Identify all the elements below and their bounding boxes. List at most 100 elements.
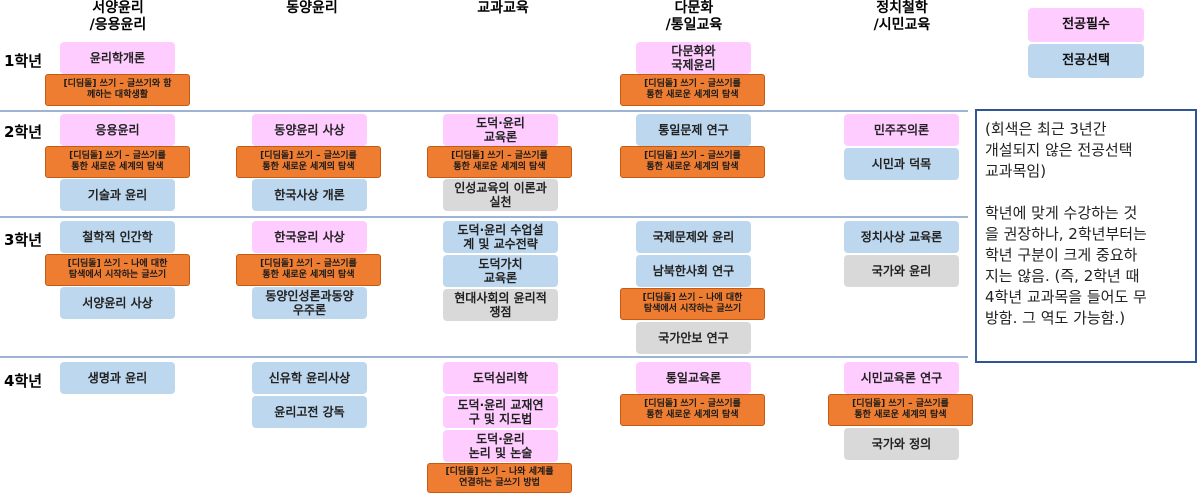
course-box: 다문화와 국제윤리 bbox=[636, 42, 751, 74]
row-label-year3: 3학년 bbox=[4, 231, 43, 249]
course-label: 국가와 정의 bbox=[871, 437, 932, 451]
row-label-year2: 2학년 bbox=[4, 123, 43, 141]
writing-course-box: [디딤돌] 쓰기 – 글쓰기를 통한 새로운 세계의 탐색 bbox=[828, 394, 973, 426]
column-header-line: /시민교육 bbox=[873, 17, 931, 33]
course-label: 통일교육론 bbox=[665, 371, 722, 385]
course-label: 신유학 윤리사상 bbox=[268, 371, 351, 385]
course-label: 도덕·윤리 교재연 구 및 지도법 bbox=[457, 398, 544, 426]
course-box: 도덕·윤리 수업설 계 및 교수전략 bbox=[443, 221, 558, 253]
course-box: 인성교육의 이론과 실천 bbox=[443, 179, 558, 211]
writing-course-box: [디딤돌] 쓰기 – 글쓰기와 함 께하는 대학생활 bbox=[45, 74, 190, 106]
course-box: 동양윤리 사상 bbox=[252, 114, 367, 146]
course-box: 신유학 윤리사상 bbox=[252, 362, 367, 394]
writing-course-box: [디딤돌] 쓰기 – 글쓰기를 통한 새로운 세계의 탐색 bbox=[620, 146, 765, 178]
column-header-line: /통일교육 bbox=[665, 17, 723, 33]
course-label: [디딤돌] 쓰기 – 나에 대한 탐색에서 시작하는 글쓰기 bbox=[67, 259, 168, 280]
column-header-political: 정치철학 /시민교육 bbox=[812, 0, 992, 34]
course-label: [디딤돌] 쓰기 – 나와 세계를 연결하는 글쓰기 방법 bbox=[445, 467, 554, 488]
course-label: 도덕·윤리 수업설 계 및 교수전략 bbox=[457, 223, 544, 251]
course-label: 도덕·윤리 교육론 bbox=[476, 116, 525, 144]
course-label: 기술과 윤리 bbox=[87, 188, 148, 202]
column-header-multicultural: 다문화 /통일교육 bbox=[604, 0, 784, 34]
course-box: 통일교육론 bbox=[636, 362, 751, 394]
course-label: 정치사상 교육론 bbox=[860, 230, 943, 244]
row-divider bbox=[0, 110, 968, 112]
course-label: 민주주의론 bbox=[873, 123, 930, 137]
course-box: 도덕심리학 bbox=[443, 362, 558, 394]
writing-course-box: [디딤돌] 쓰기 – 나에 대한 탐색에서 시작하는 글쓰기 bbox=[45, 254, 190, 286]
course-label: [디딤돌] 쓰기 – 글쓰기를 통한 새로운 세계의 탐색 bbox=[644, 151, 741, 172]
course-box: 윤리학개론 bbox=[60, 42, 175, 74]
course-box: 남북한사회 연구 bbox=[636, 255, 751, 287]
column-header-eastern-ethics: 동양윤리 bbox=[222, 0, 402, 17]
column-header-line: 정치철학 bbox=[876, 0, 928, 16]
course-box: 생명과 윤리 bbox=[60, 362, 175, 394]
course-label: 남북한사회 연구 bbox=[652, 264, 735, 278]
column-header-line: 교과교육 bbox=[477, 0, 529, 16]
column-header-curriculum: 교과교육 bbox=[413, 0, 593, 17]
course-label: 한국윤리 사상 bbox=[274, 230, 345, 244]
course-label: 인성교육의 이론과 실천 bbox=[454, 181, 547, 209]
course-box: 한국윤리 사상 bbox=[252, 221, 367, 253]
course-box: 정치사상 교육론 bbox=[844, 221, 959, 253]
course-box: 국제문제와 윤리 bbox=[636, 221, 751, 253]
writing-course-box: [디딤돌] 쓰기 – 글쓰기를 통한 새로운 세계의 탐색 bbox=[236, 146, 381, 178]
course-box: 국가와 정의 bbox=[844, 428, 959, 460]
writing-course-box: [디딤돌] 쓰기 – 글쓰기를 통한 새로운 세계의 탐색 bbox=[427, 146, 572, 178]
column-header-line: 서양윤리 bbox=[92, 0, 144, 16]
course-label: [디딤돌] 쓰기 – 글쓰기를 통한 새로운 세계의 탐색 bbox=[69, 151, 166, 172]
course-label: 현대사회의 윤리적 쟁점 bbox=[454, 291, 547, 319]
course-box: 철학적 인간학 bbox=[60, 221, 175, 253]
course-box: 서양윤리 사상 bbox=[60, 287, 175, 319]
writing-course-box: [디딤돌] 쓰기 – 나에 대한 탐색에서 시작하는 글쓰기 bbox=[620, 288, 765, 320]
row-divider bbox=[0, 356, 968, 358]
course-label: 동양인성론과동양 우주론 bbox=[265, 289, 354, 317]
course-label: 윤리고전 강독 bbox=[274, 405, 345, 419]
course-label: 한국사상 개론 bbox=[274, 188, 345, 202]
note-box: (회색은 최근 3년간 개설되지 않은 전공선택 교과목임) 학년에 맞게 수강… bbox=[975, 109, 1197, 363]
course-label: 시민과 덕목 bbox=[871, 157, 932, 171]
note-year-recommendation: 학년에 맞게 수강하는 것 을 권장하나, 2학년부터는 학년 구분이 크게 중… bbox=[985, 204, 1147, 327]
course-label: 응용윤리 bbox=[95, 123, 140, 137]
course-label: 동양윤리 사상 bbox=[274, 123, 345, 137]
writing-course-box: [디딤돌] 쓰기 – 글쓰기를 통한 새로운 세계의 탐색 bbox=[620, 394, 765, 426]
course-label: [디딤돌] 쓰기 – 글쓰기를 통한 새로운 세계의 탐색 bbox=[644, 399, 741, 420]
course-label: [디딤돌] 쓰기 – 글쓰기를 통한 새로운 세계의 탐색 bbox=[644, 79, 741, 100]
course-label: 생명과 윤리 bbox=[87, 371, 148, 385]
writing-course-box: [디딤돌] 쓰기 – 글쓰기를 통한 새로운 세계의 탐색 bbox=[620, 74, 765, 106]
course-label: 국가와 윤리 bbox=[871, 264, 932, 278]
column-header-line: 동양윤리 bbox=[286, 0, 338, 16]
course-label: 통일문제 연구 bbox=[658, 123, 729, 137]
course-box: 동양인성론과동양 우주론 bbox=[252, 287, 367, 319]
course-box: 도덕·윤리 논리 및 논술 bbox=[443, 430, 558, 462]
course-label: 다문화와 국제윤리 bbox=[671, 44, 716, 72]
course-box: 윤리고전 강독 bbox=[252, 396, 367, 428]
course-label: [디딤돌] 쓰기 – 나에 대한 탐색에서 시작하는 글쓰기 bbox=[642, 293, 743, 314]
course-label: [디딤돌] 쓰기 – 글쓰기를 통한 새로운 세계의 탐색 bbox=[852, 399, 949, 420]
course-box: 기술과 윤리 bbox=[60, 179, 175, 211]
course-box: 국가와 윤리 bbox=[844, 255, 959, 287]
course-box: 국가안보 연구 bbox=[636, 322, 751, 354]
course-label: [디딤돌] 쓰기 – 글쓰기를 통한 새로운 세계의 탐색 bbox=[451, 151, 548, 172]
course-box: 통일문제 연구 bbox=[636, 114, 751, 146]
legend-required-label: 전공필수 bbox=[1062, 17, 1110, 32]
row-divider bbox=[0, 216, 968, 218]
course-box: 시민교육론 연구 bbox=[844, 362, 959, 394]
course-label: [디딤돌] 쓰기 – 글쓰기와 함 께하는 대학생활 bbox=[63, 79, 172, 100]
course-label: 도덕가치 교육론 bbox=[478, 257, 523, 285]
column-header-line: /응용윤리 bbox=[89, 17, 147, 33]
course-label: 서양윤리 사상 bbox=[82, 296, 153, 310]
course-box: 시민과 덕목 bbox=[844, 148, 959, 180]
course-label: [디딤돌] 쓰기 – 글쓰기를 통한 새로운 세계의 탐색 bbox=[260, 259, 357, 280]
course-box: 도덕가치 교육론 bbox=[443, 255, 558, 287]
course-box: 응용윤리 bbox=[60, 114, 175, 146]
legend-required: 전공필수 bbox=[1028, 8, 1144, 42]
course-label: 도덕·윤리 논리 및 논술 bbox=[468, 432, 533, 460]
legend-elective-label: 전공선택 bbox=[1062, 53, 1110, 68]
course-label: 철학적 인간학 bbox=[82, 230, 153, 244]
course-box: 민주주의론 bbox=[844, 114, 959, 146]
column-header-western-ethics: 서양윤리 /응용윤리 bbox=[28, 0, 208, 34]
course-box: 도덕·윤리 교육론 bbox=[443, 114, 558, 146]
course-box: 한국사상 개론 bbox=[252, 179, 367, 211]
note-gray-explanation: (회색은 최근 3년간 개설되지 않은 전공선택 교과목임) bbox=[985, 120, 1133, 180]
